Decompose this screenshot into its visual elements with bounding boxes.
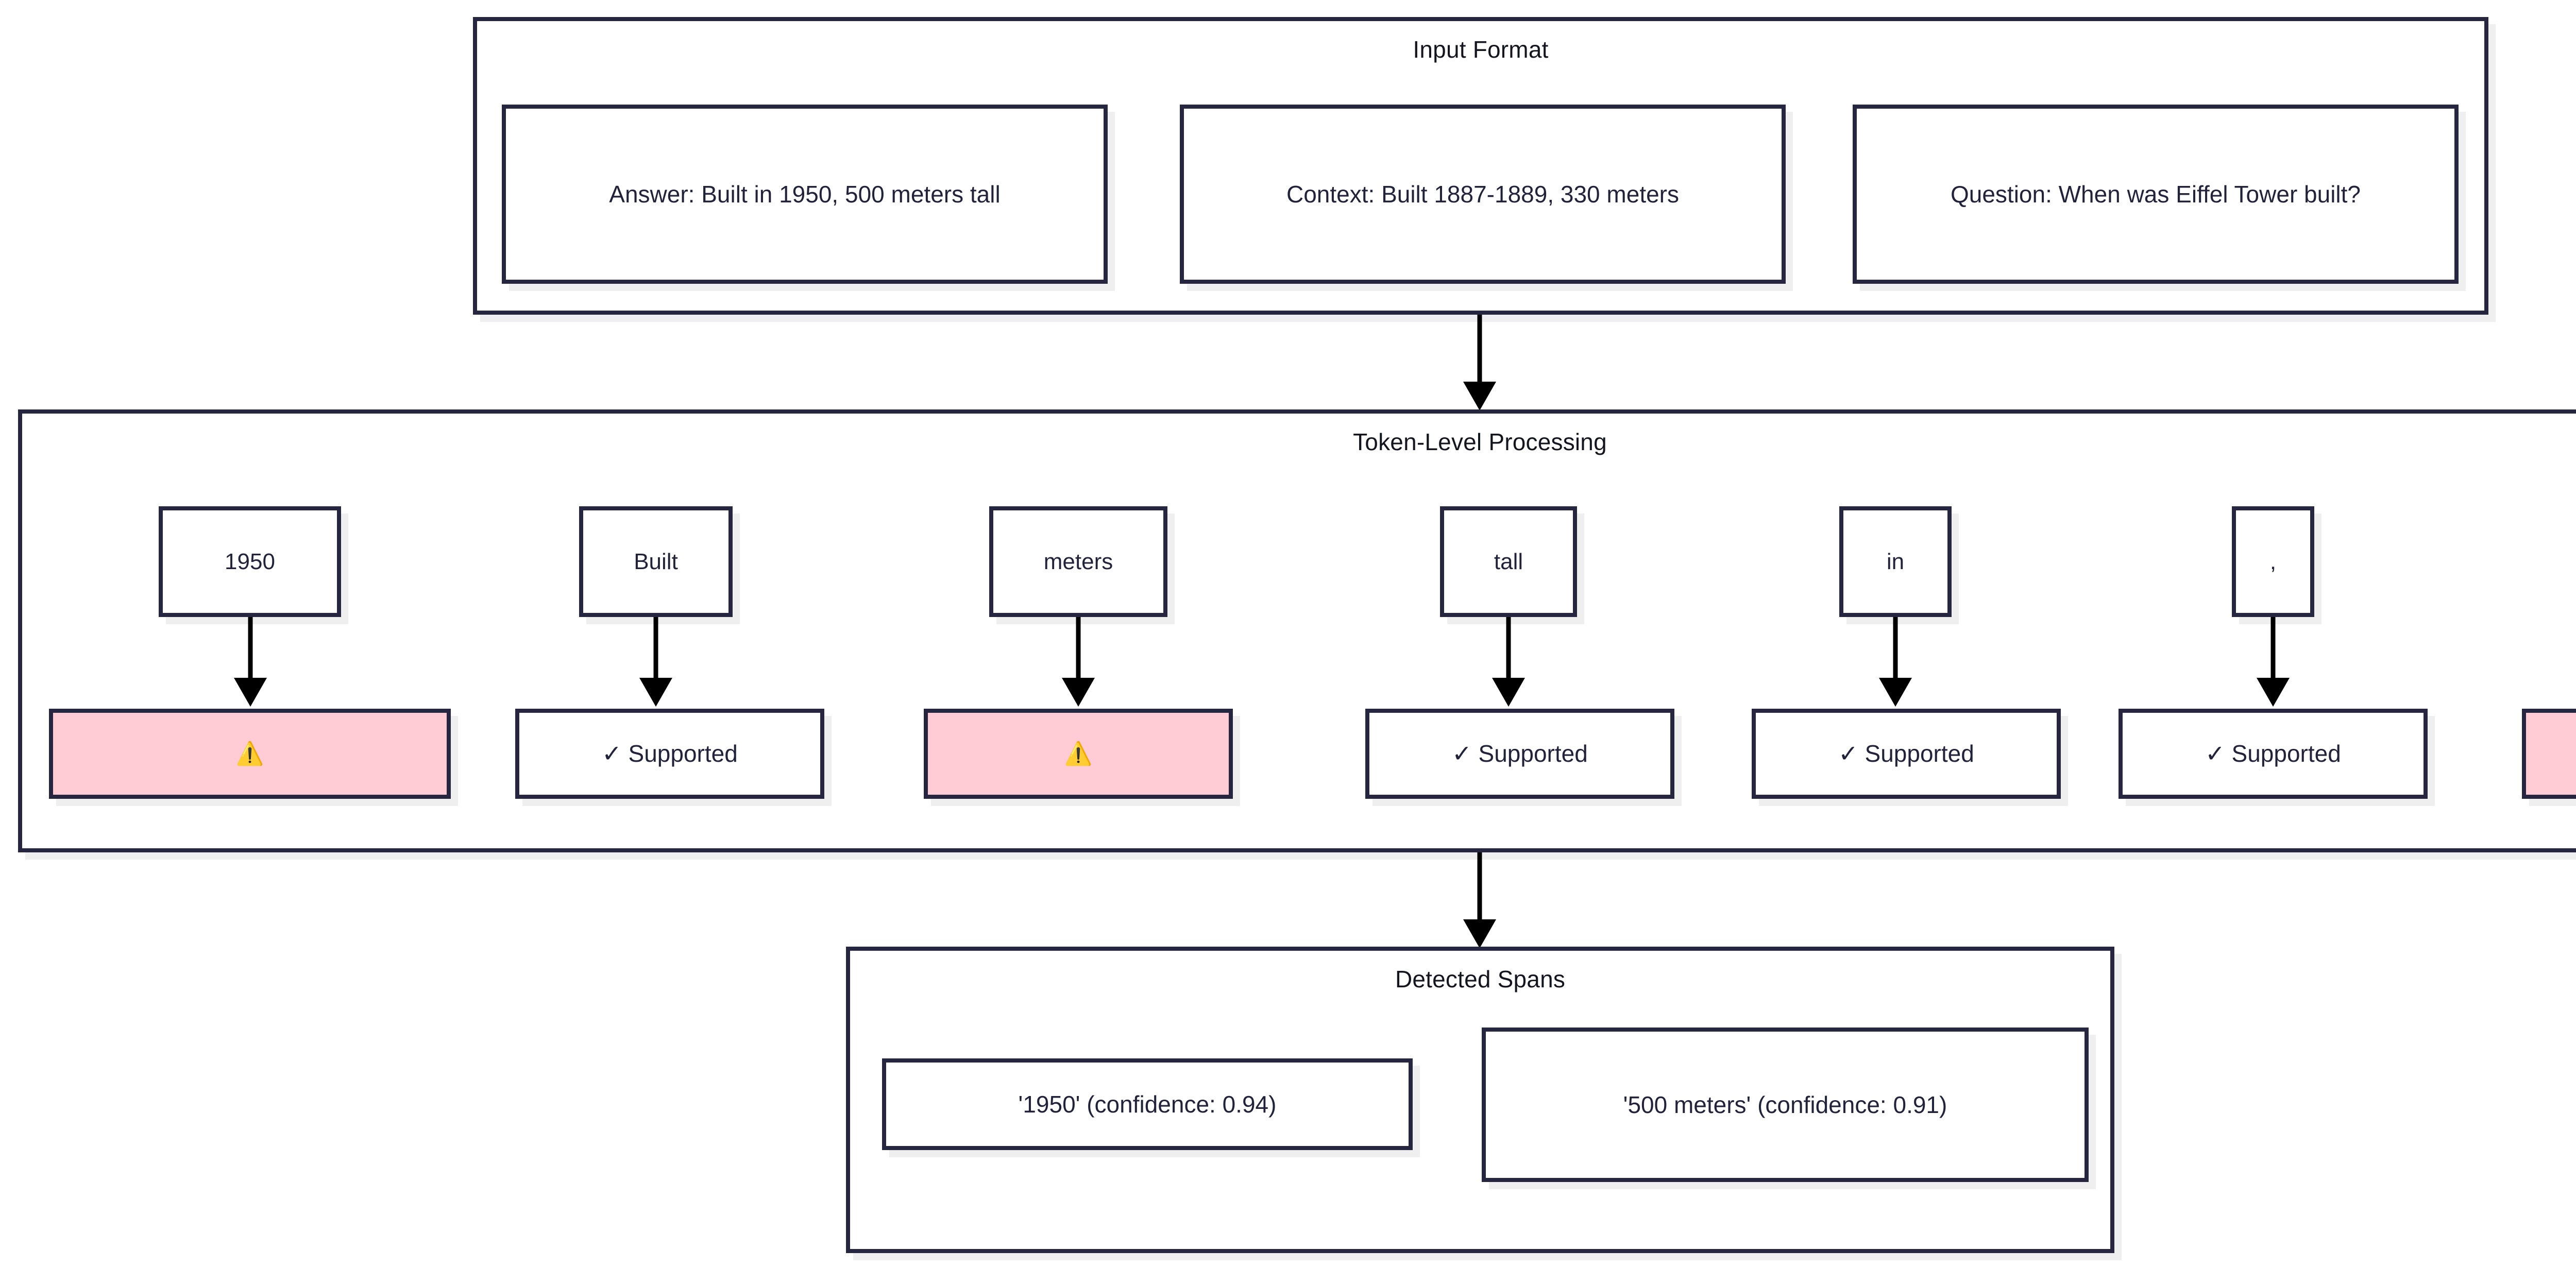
arrow-tokens-to-spans xyxy=(1463,852,1496,948)
token-box-meters[interactable]: meters xyxy=(989,506,1167,617)
token-box-built[interactable]: Built xyxy=(579,506,733,617)
input-box-question-label: Question: When was Eiffel Tower built? xyxy=(1950,180,2361,208)
token-status-comma-label: ✓ Supported xyxy=(2205,740,2341,767)
arrow-token-tall-to-status xyxy=(1492,617,1525,707)
input-box-answer-label: Answer: Built in 1950, 500 meters tall xyxy=(609,180,1001,208)
detected-span-1950-label: '1950' (confidence: 0.94) xyxy=(1018,1090,1277,1118)
token-status-tall[interactable]: ✓ Supported xyxy=(1365,709,1674,799)
arrow-token-in-to-status xyxy=(1879,617,1912,707)
token-status-1950[interactable]: ⚠️ xyxy=(49,709,451,799)
token-status-built[interactable]: ✓ Supported xyxy=(515,709,824,799)
token-box-built-label: Built xyxy=(634,549,678,574)
input-box-context-label: Context: Built 1887-1889, 330 meters xyxy=(1286,180,1679,208)
token-status-meters[interactable]: ⚠️ xyxy=(924,709,1233,799)
token-status-built-label: ✓ Supported xyxy=(602,740,738,767)
token-status-in-label: ✓ Supported xyxy=(1838,740,1974,767)
token-box-tall-label: tall xyxy=(1494,549,1523,574)
arrow-token-comma-to-status xyxy=(2257,617,2290,707)
detected-span-500-meters-label: '500 meters' (confidence: 0.91) xyxy=(1623,1091,1947,1118)
arrow-token-1950-to-status xyxy=(234,617,267,707)
arrow-token-built-to-status xyxy=(639,617,672,707)
arrow-input-to-tokens xyxy=(1463,315,1496,410)
input-format-title: Input Format xyxy=(1413,36,1549,63)
token-status-tall-label: ✓ Supported xyxy=(1452,740,1588,767)
token-box-comma[interactable]: , xyxy=(2232,506,2314,617)
token-box-1950[interactable]: 1950 xyxy=(159,506,341,617)
token-status-comma[interactable]: ✓ Supported xyxy=(2119,709,2428,799)
input-box-context[interactable]: Context: Built 1887-1889, 330 meters xyxy=(1180,105,1786,284)
token-box-in-label: in xyxy=(1886,549,1905,574)
detected-span-1950[interactable]: '1950' (confidence: 0.94) xyxy=(882,1058,1413,1150)
token-box-1950-label: 1950 xyxy=(225,549,275,574)
token-box-comma-label: , xyxy=(2269,549,2277,574)
token-processing-title: Token-Level Processing xyxy=(1353,429,1607,455)
arrow-token-meters-to-status xyxy=(1062,617,1095,707)
token-status-in[interactable]: ✓ Supported xyxy=(1752,709,2061,799)
input-box-answer[interactable]: Answer: Built in 1950, 500 meters tall xyxy=(502,105,1108,284)
detected-spans-title: Detected Spans xyxy=(1395,966,1566,992)
warning-triangle-icon: ⚠️ xyxy=(1064,741,1093,766)
warning-triangle-icon: ⚠️ xyxy=(235,741,264,766)
detected-span-500-meters[interactable]: '500 meters' (confidence: 0.91) xyxy=(1482,1028,2089,1182)
token-box-in[interactable]: in xyxy=(1839,506,1952,617)
input-box-question[interactable]: Question: When was Eiffel Tower built? xyxy=(1853,105,2459,284)
token-box-meters-label: meters xyxy=(1043,549,1113,574)
token-box-tall[interactable]: tall xyxy=(1440,506,1577,617)
token-status-500[interactable]: ⚠️ xyxy=(2522,709,2576,799)
